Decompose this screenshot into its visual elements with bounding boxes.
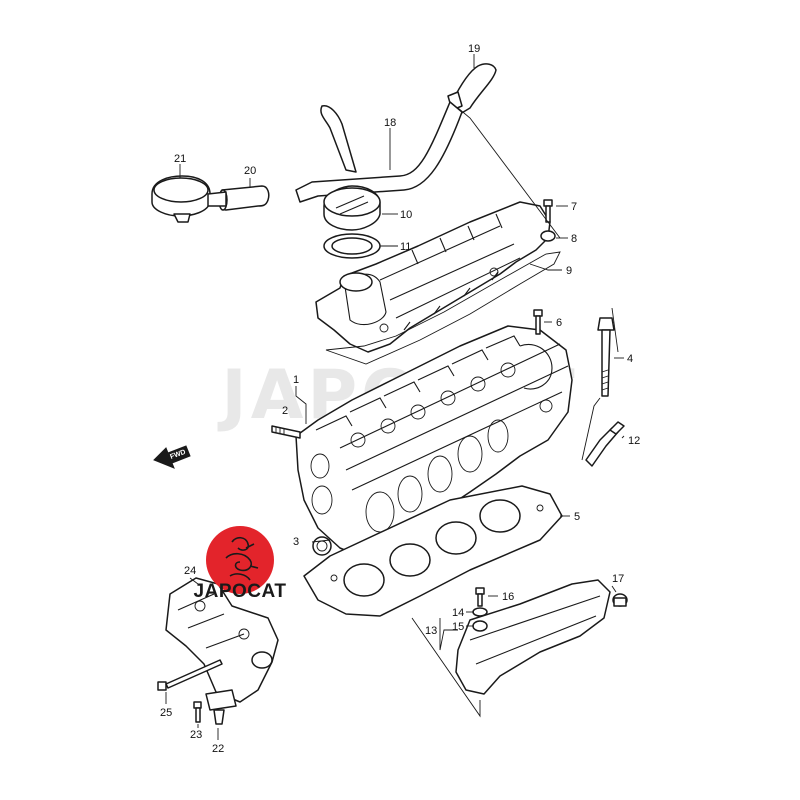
callout-22: 22 [212,743,224,755]
filler-gasket-11 [323,233,381,259]
bolt-6 [533,309,543,335]
callout-1: 1 [293,374,299,386]
head-bolt-4 [597,317,615,397]
plug-17 [612,593,628,607]
callout-3: 3 [293,536,299,548]
logo-emblem-icon [225,536,259,581]
head-gasket-5 [303,485,563,617]
cover-gasket-9 [325,251,561,365]
callout-14: 14 [452,607,464,619]
callout-15: 15 [452,621,464,633]
japocat-logo: JAPOCAT [194,526,287,602]
logo-badge [206,526,274,594]
sensor-22 [205,689,237,725]
sealing-plug-3 [312,536,332,556]
callout-9: 9 [566,265,572,277]
callout-12: 12 [628,435,640,447]
callout-18: 18 [384,117,396,129]
callout-8: 8 [571,233,577,245]
callout-10: 10 [400,209,412,221]
callout-25: 25 [160,707,172,719]
bolt-7 [543,199,553,223]
bolt-16 [475,587,485,607]
callout-19: 19 [468,43,480,55]
heat-shield-13 [455,579,611,695]
bolt-25 [157,659,223,691]
leader-lines [165,54,625,740]
stud-2 [271,425,301,439]
callout-16: 16 [502,591,514,603]
bolt-23 [193,701,202,723]
glow-plug-12 [585,421,625,467]
cylinder-head [295,325,573,561]
oil-separator-cap-21 [151,175,227,223]
callout-17: 17 [612,573,624,585]
washer-14 [472,607,488,617]
callout-13: 13 [425,625,437,637]
cylinder-head-cover [315,201,551,353]
callout-4: 4 [627,353,633,365]
callout-5: 5 [574,511,580,523]
callout-6: 6 [556,317,562,329]
oil-filler-cap-10 [323,185,381,231]
grommet-15 [472,620,488,632]
callout-20: 20 [244,165,256,177]
callout-24: 24 [184,565,196,577]
forward-direction-arrow: FWD [153,445,191,469]
callout-numbers: 1 2 3 4 5 6 7 8 9 10 11 12 13 14 15 16 1… [160,43,640,755]
breather-pipe-18 [295,101,463,203]
logo-text: JAPOCAT [194,581,287,602]
callout-23: 23 [190,729,202,741]
grommet-8 [540,230,556,242]
callout-2: 2 [282,405,288,417]
callout-11: 11 [400,241,411,253]
callout-7: 7 [571,201,577,213]
callout-21: 21 [174,153,186,165]
